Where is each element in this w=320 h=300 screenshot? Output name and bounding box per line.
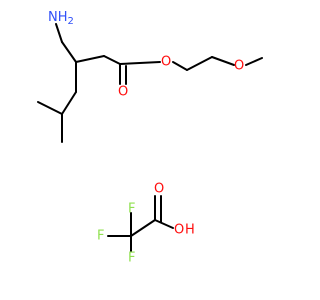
bond-c4-c5 (61, 91, 77, 115)
fluorine-bottom-label: F (128, 251, 135, 266)
carbonyl-oxygen-tfa-label: O (154, 182, 164, 197)
ester-molecule: NH2 O O O (37, 10, 263, 143)
bond-ch2-oether (211, 56, 235, 66)
ether-oxygen-label: O (234, 59, 244, 74)
bond-oester-ch2 (172, 61, 188, 71)
bond-n-ch2 (55, 23, 63, 43)
hydroxyl-hydrogen-label: H (185, 223, 195, 238)
bond-ch2-ch2 (186, 56, 213, 71)
fluorine-top-label: F (128, 202, 135, 217)
bond-c5-me1 (37, 101, 63, 115)
bond-cf3-cooh (130, 219, 156, 237)
bond-c-oh (154, 219, 174, 229)
tfa-molecule: F F F O O H (97, 182, 195, 266)
fluorine-left-label: F (97, 229, 104, 244)
chemical-structure-drawing: NH2 O O O F F F O O H (37, 10, 263, 266)
bond-c2-c1 (103, 55, 121, 65)
amine-subscript: 2 (68, 16, 74, 27)
bond-c1-o-ester (119, 61, 161, 65)
bond-ch2-c3 (61, 41, 77, 63)
carbonyl-oxygen-label: O (118, 85, 128, 100)
structure-canvas: NH2 O O O F F F O O H (37, 9, 263, 266)
bond-c3-c2 (75, 55, 105, 63)
hydroxyl-oxygen-label: O (174, 223, 184, 238)
bond-oether-ch3 (245, 57, 263, 66)
amine-label: NH2 (48, 10, 74, 28)
ester-oxygen-label: O (161, 55, 171, 70)
